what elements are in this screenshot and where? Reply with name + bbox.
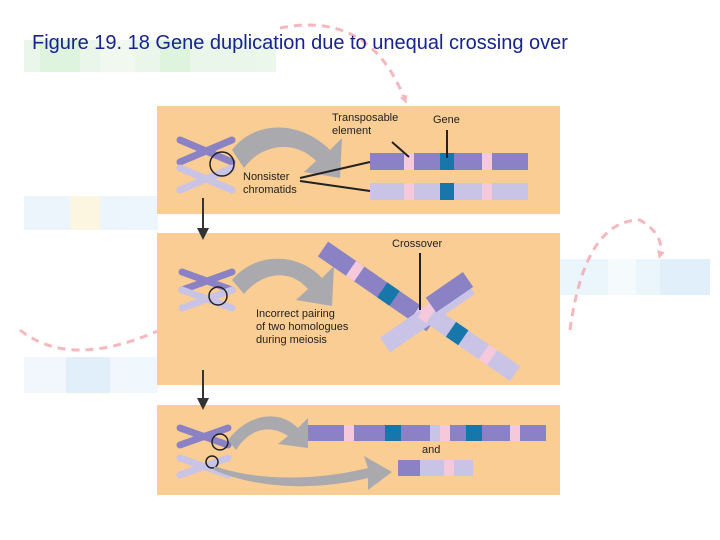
crossover-chromatid-dark-end xyxy=(425,272,474,313)
label-crossover: Crossover xyxy=(392,238,443,250)
label-incorrect-pairing: Incorrect pairing of two homologues duri… xyxy=(256,308,349,346)
chromatid-top xyxy=(370,153,528,170)
crossover-chromatid-light-extended xyxy=(417,302,521,382)
slide-title: Figure 19. 18 Gene duplication due to un… xyxy=(32,32,568,54)
background-decoration xyxy=(24,40,710,393)
decorative-dashed-arrows xyxy=(19,23,665,352)
pointer-nonsister-2 xyxy=(299,180,371,192)
result-chromatid-long xyxy=(308,425,546,441)
pointer-transposable xyxy=(391,141,410,158)
pointer-nonsister-1 xyxy=(299,161,371,179)
chromatid-bottom xyxy=(370,183,528,200)
label-transposable-element: Transposable element xyxy=(332,112,399,137)
chromosome-pair-top xyxy=(176,136,236,194)
curved-arrow-bottom-upper xyxy=(228,416,308,450)
curved-arrow-bottom-lower xyxy=(214,456,392,490)
step-arrow-1 xyxy=(197,198,209,240)
curved-arrow-top xyxy=(232,127,342,178)
step-arrow-2 xyxy=(197,370,209,410)
chromosome-pair-middle xyxy=(178,268,236,312)
result-chromatid-short xyxy=(398,460,473,476)
label-and: and xyxy=(422,444,441,456)
label-gene: Gene xyxy=(433,114,460,126)
curved-arrow-middle xyxy=(232,258,334,306)
label-nonsister-chromatids: Nonsister chromatids xyxy=(243,171,297,196)
